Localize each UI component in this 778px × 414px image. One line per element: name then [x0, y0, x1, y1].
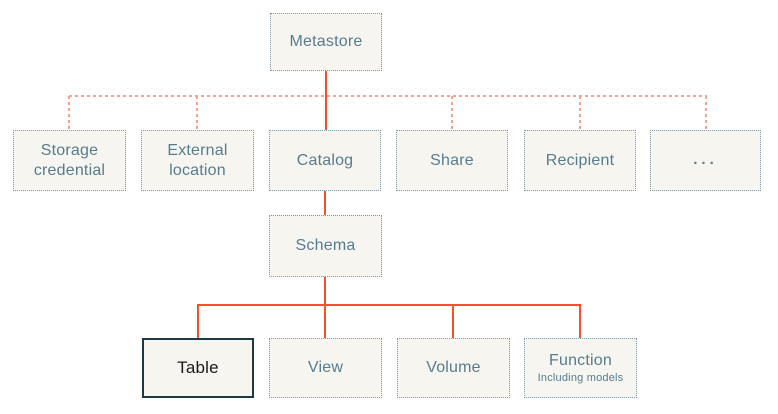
- connector-drop-external-location: [196, 96, 198, 130]
- connector-dotted-bus: [69, 95, 707, 97]
- node-ellipsis-label: ...: [693, 151, 718, 169]
- connector-drop-volume: [452, 305, 454, 338]
- node-function-label: Function: [549, 352, 612, 370]
- node-recipient-label: Recipient: [545, 151, 615, 169]
- connector-drop-recipient: [579, 96, 581, 130]
- node-storage-credential-label: Storage credential: [33, 141, 106, 179]
- connector-catalog-schema: [324, 191, 326, 215]
- node-view: View: [269, 338, 382, 398]
- node-catalog-label: Catalog: [296, 151, 354, 169]
- node-function: Function Including models: [524, 338, 637, 398]
- node-function-sublabel: Including models: [537, 371, 624, 384]
- node-share: Share: [396, 130, 508, 191]
- connector-drop-table: [197, 305, 199, 338]
- connector-drop-share: [451, 96, 453, 130]
- node-external-location-label: External location: [167, 141, 228, 179]
- node-share-label: Share: [430, 151, 474, 169]
- node-storage-credential: Storage credential: [13, 130, 126, 191]
- node-schema: Schema: [269, 215, 382, 277]
- connector-drop-ellipsis: [705, 96, 707, 130]
- node-catalog: Catalog: [269, 130, 381, 191]
- node-recipient: Recipient: [524, 130, 636, 191]
- node-table-label: Table: [177, 357, 219, 377]
- node-volume-label: Volume: [426, 359, 481, 377]
- connector-metastore-catalog: [325, 71, 327, 130]
- node-table: Table: [142, 338, 254, 398]
- node-metastore: Metastore: [270, 13, 382, 71]
- node-external-location: External location: [141, 130, 254, 191]
- connector-drop-storage-credential: [68, 96, 70, 130]
- connector-drop-view: [324, 305, 326, 338]
- connector-drop-function: [579, 305, 581, 338]
- connector-solid-bus: [197, 304, 581, 306]
- node-ellipsis: ...: [650, 130, 761, 191]
- connector-schema-bus: [324, 277, 326, 305]
- node-schema-label: Schema: [295, 237, 356, 255]
- node-volume: Volume: [397, 338, 510, 398]
- node-metastore-label: Metastore: [289, 33, 363, 51]
- node-view-label: View: [307, 359, 344, 377]
